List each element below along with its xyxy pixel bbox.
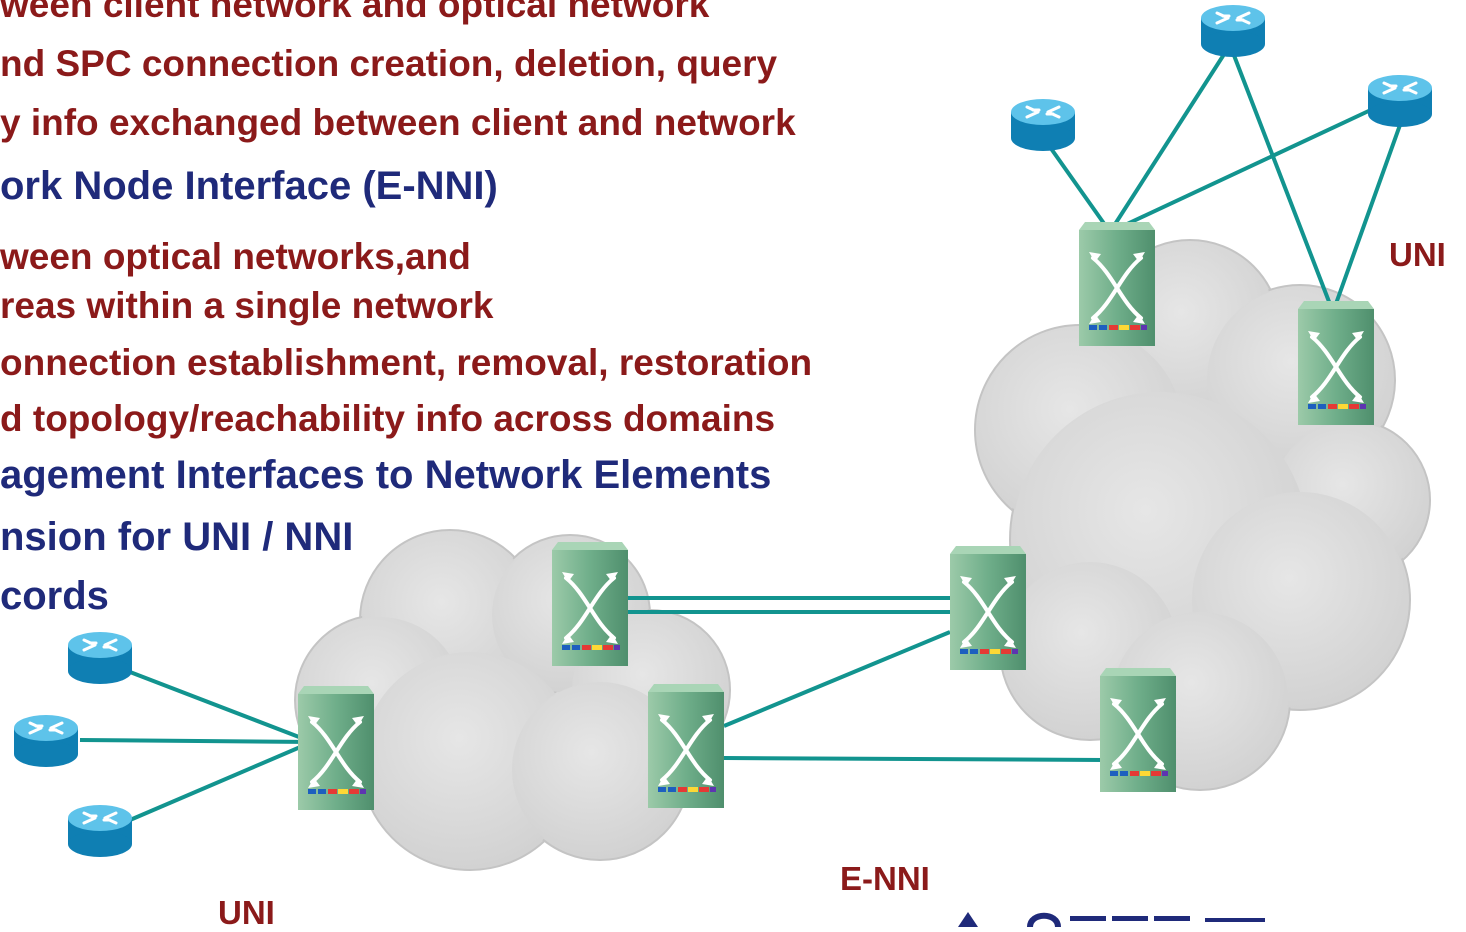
- optical-switch-e: [1098, 666, 1178, 794]
- text-line-5: ween optical networks,and: [0, 236, 471, 277]
- link-router3-switchA: [129, 740, 313, 822]
- label-enni: E-NNI: [840, 860, 930, 897]
- link-routerR3-switchF: [1109, 106, 1376, 234]
- client-router-r3: [1366, 73, 1434, 129]
- link-switchD-switchE: [723, 756, 1105, 762]
- link-routerR2-switchF: [1108, 43, 1232, 234]
- link-routerR2-switchG: [1228, 44, 1335, 313]
- client-router-r2: [1199, 3, 1267, 59]
- link-router2-switchA: [79, 738, 313, 744]
- links: [79, 43, 1402, 822]
- text-line-9: agement Interfaces to Network Elements: [0, 453, 772, 497]
- link-routerR1-switchF: [1043, 138, 1112, 234]
- link-routerR3-switchG: [1331, 124, 1402, 313]
- text-line-4: ork Node Interface (E-NNI): [0, 164, 498, 208]
- optical-switch-a: [296, 684, 376, 812]
- client-router-2: [12, 713, 80, 769]
- text-line-11: cords: [0, 574, 109, 618]
- text-line-3: y info exchanged between client and netw…: [0, 102, 796, 143]
- text-line-8: d topology/reachability info across doma…: [0, 398, 776, 439]
- client-router-1: [66, 630, 134, 686]
- text-line-10: nsion for UNI / NNI: [0, 515, 354, 559]
- link-switchD-switchC: [723, 630, 951, 728]
- optical-switch-d: [646, 682, 726, 810]
- text-line-1: ween client network and optical network: [0, 0, 710, 25]
- client-router-r1: [1009, 97, 1077, 153]
- logo-fragment: [958, 912, 1265, 927]
- text-line-6: reas within a single network: [0, 285, 494, 326]
- client-router-3: [66, 803, 134, 859]
- text-line-2: nd SPC connection creation, deletion, qu…: [0, 43, 778, 84]
- optical-switch-c: [948, 544, 1028, 672]
- label-uni-bottom: UNI: [218, 894, 275, 931]
- optical-switch-f: [1077, 220, 1157, 348]
- optical-switch-g: [1296, 299, 1376, 427]
- link-router1-switchA: [129, 670, 313, 744]
- label-uni-right: UNI: [1389, 236, 1446, 273]
- text-line-7: onnection establishment, removal, restor…: [0, 342, 813, 383]
- optical-switch-b: [550, 540, 630, 668]
